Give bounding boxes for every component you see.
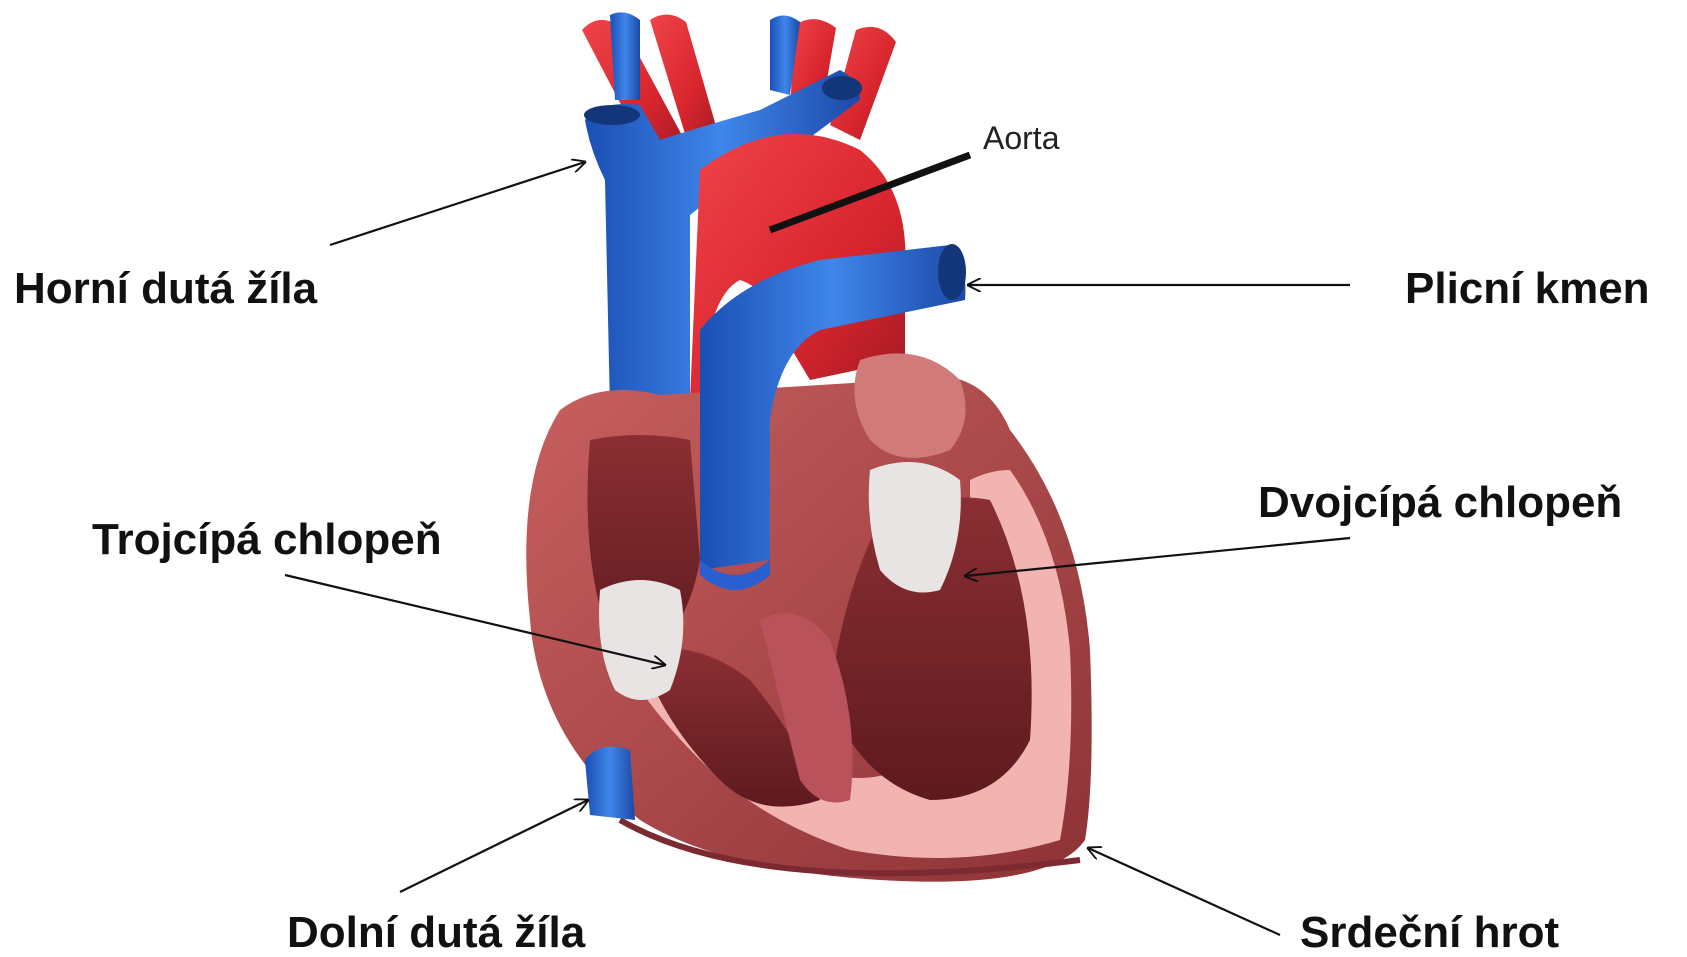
heart-body	[526, 353, 1091, 881]
apex-arrow	[1088, 848, 1280, 935]
superior-vena-cava-label: Horní dutá žíla	[14, 267, 317, 311]
tricuspid-valve-label: Trojcípá chlopeň	[92, 518, 442, 562]
inferior-vena-cava-label: Dolní dutá žíla	[287, 911, 585, 955]
apex-label: Srdeční hrot	[1300, 911, 1559, 955]
aorta-label: Aorta	[983, 122, 1059, 154]
superior-vena-cava-arrow	[330, 162, 585, 245]
mitral-valve-label: Dvojcípá chlopeň	[1258, 481, 1622, 525]
pulmonary-trunk-label: Plicní kmen	[1405, 267, 1650, 311]
inferior-vena-cava-arrow	[400, 800, 588, 892]
